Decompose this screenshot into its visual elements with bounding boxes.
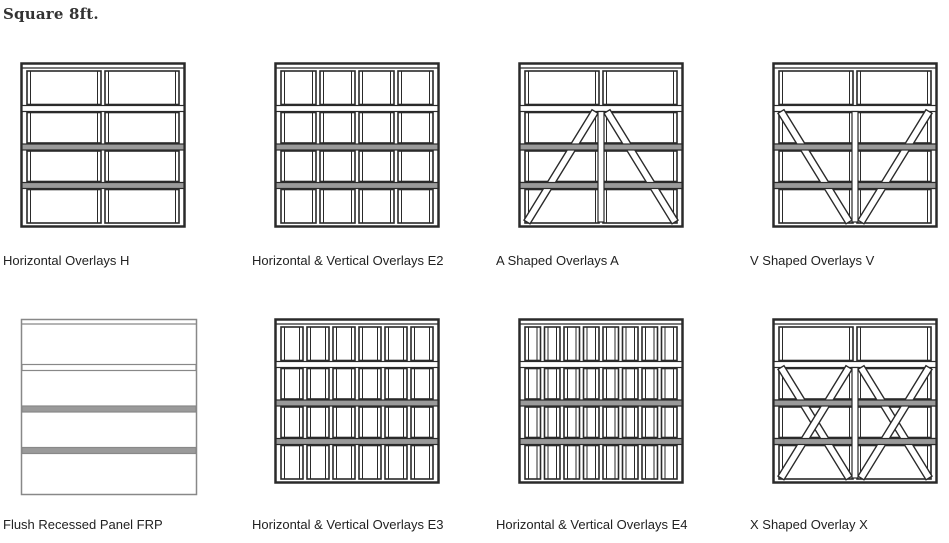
door-style-label[interactable]: Horizontal & Vertical Overlays E3 <box>252 517 444 532</box>
garage-door-illustration <box>274 318 440 484</box>
door-style-label[interactable]: A Shaped Overlays A <box>496 253 619 268</box>
garage-door-illustration <box>20 62 186 228</box>
garage-door-illustration <box>518 318 684 484</box>
garage-door-illustration <box>518 62 684 228</box>
garage-door-illustration <box>274 62 440 228</box>
door-style-label[interactable]: Flush Recessed Panel FRP <box>3 517 163 532</box>
door-style-label[interactable]: Horizontal Overlays H <box>3 253 130 268</box>
door-style-label[interactable]: X Shaped Overlay X <box>750 517 868 532</box>
door-style-label[interactable]: Horizontal & Vertical Overlays E2 <box>252 253 444 268</box>
garage-door-illustration <box>20 318 198 496</box>
garage-door-illustration <box>772 318 938 484</box>
door-style-label[interactable]: Horizontal & Vertical Overlays E4 <box>496 517 688 532</box>
door-style-label[interactable]: V Shaped Overlays V <box>750 253 875 268</box>
garage-door-illustration <box>772 62 938 228</box>
page-title: Square 8ft. <box>3 5 99 23</box>
